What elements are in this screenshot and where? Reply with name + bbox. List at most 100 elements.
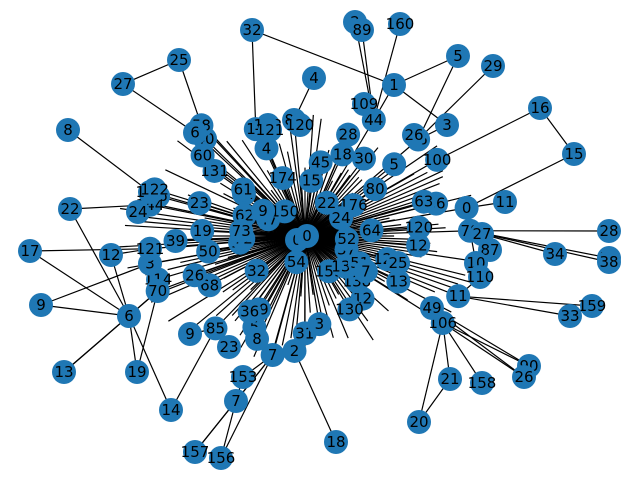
graph-node-label: 2 <box>290 342 300 360</box>
graph-node-circle <box>244 258 269 283</box>
graph-node-label: 8 <box>63 121 73 139</box>
graph-edge <box>304 170 444 237</box>
graph-node-label: 25 <box>389 254 408 272</box>
graph-node-label: 87 <box>480 241 499 259</box>
graph-node-circle <box>163 228 188 253</box>
graph-edge <box>144 201 306 237</box>
graph-node: 1 <box>382 73 406 97</box>
graph-node: 4 <box>254 136 279 161</box>
graph-node-circle <box>330 142 355 167</box>
graph-node-circle <box>359 218 384 243</box>
graph-edge <box>124 224 306 237</box>
graph-node-circle <box>117 304 141 328</box>
graph-node-label: 156 <box>207 449 236 467</box>
graph-node-label: 38 <box>599 253 618 271</box>
graph-node: 160 <box>386 12 415 36</box>
graph-node-circle <box>56 118 80 142</box>
graph-node: 60 <box>190 143 215 168</box>
graph-node: 174 <box>268 166 297 191</box>
graph-node: 30 <box>351 146 376 171</box>
graph-node-label: 122 <box>140 180 169 198</box>
graph-node-label: 64 <box>362 221 381 239</box>
graph-node-label: 120 <box>286 116 315 134</box>
graph-node: 39 <box>163 228 188 253</box>
graph-node-label: 5 <box>389 155 399 173</box>
graph-node-label: 14 <box>161 401 180 419</box>
graph-node: 3 <box>307 312 332 337</box>
graph-node-label: 8 <box>252 330 262 348</box>
graph-node: 150 <box>270 199 299 224</box>
graph-node-label: 61 <box>234 180 253 198</box>
graph-node-label: 44 <box>364 111 383 129</box>
graph-edge <box>458 295 571 317</box>
graph-node-circle <box>386 250 411 275</box>
graph-edge <box>128 315 172 411</box>
graph-edge <box>241 139 306 237</box>
graph-edge <box>165 169 306 237</box>
graph-node-label: 100 <box>423 151 452 169</box>
graph-edge <box>29 250 130 317</box>
graph-node-label: 130 <box>335 300 364 318</box>
graph-node-label: 121 <box>256 121 285 139</box>
graph-node: 64 <box>359 218 384 243</box>
graph-node-circle <box>145 278 170 303</box>
graph-node-circle <box>251 198 276 223</box>
graph-node-label: 23 <box>219 338 238 356</box>
graph-node-circle <box>99 243 123 267</box>
graph-node-circle <box>187 191 212 216</box>
graph-node-circle <box>284 250 309 275</box>
graph-node-label: 18 <box>333 145 352 163</box>
graph-node: 70 <box>145 278 170 303</box>
graph-node-label: 26 <box>514 368 533 386</box>
graph-node-label: 7 <box>268 346 278 364</box>
graph-node: 73 <box>229 218 254 243</box>
graph-node: 11 <box>446 284 471 309</box>
graph-nodes: 1000664717174877815940124915014411410610… <box>18 10 621 470</box>
graph-node: 38 <box>597 250 621 274</box>
graph-node: 22 <box>314 190 339 215</box>
graph-node-circle <box>382 152 407 177</box>
graph-node-label: 9 <box>258 202 268 220</box>
graph-node: 24 <box>126 200 150 224</box>
graph-node-label: 13 <box>389 273 408 291</box>
graph-node: 45 <box>308 150 333 175</box>
graph-node: 130 <box>335 297 364 322</box>
graph-node-label: 160 <box>386 15 415 33</box>
graph-edge <box>29 248 151 252</box>
graph-node-label: 12 <box>409 236 428 254</box>
graph-node-label: 60 <box>193 147 212 165</box>
graph-node-circle <box>329 206 354 231</box>
graph-node-label: 24 <box>128 203 147 221</box>
graph-node: 7 <box>260 343 285 367</box>
graph-node: 49 <box>420 296 444 320</box>
graph-node-label: 110 <box>466 268 495 286</box>
graph-node: 7 <box>353 259 378 284</box>
graph-node: 18 <box>330 142 355 167</box>
graph-node-circle <box>446 284 471 309</box>
graph-node-label: 3 <box>145 255 155 273</box>
graph-node-circle <box>402 123 426 147</box>
graph-node: 85 <box>203 316 228 341</box>
graph-node-circle <box>209 446 233 470</box>
graph-node: 19 <box>190 218 215 243</box>
graph-node-label: 26 <box>185 266 204 284</box>
graph-node-circle <box>411 189 436 214</box>
graph-edge <box>137 215 306 237</box>
graph-edge <box>304 171 428 237</box>
graph-node-circle <box>388 12 412 36</box>
graph-node-circle <box>407 410 431 434</box>
graph-node-circle <box>254 136 279 161</box>
graph-node-circle <box>138 236 162 261</box>
graph-node-label: 45 <box>311 153 330 171</box>
graph-edge <box>304 198 422 237</box>
graph-node-circle <box>245 326 270 351</box>
graph-node-circle <box>29 293 53 317</box>
graph-edge <box>69 208 130 317</box>
graph-node: 26 <box>182 263 207 288</box>
graph-node-label: 63 <box>414 193 433 211</box>
graph-node-label: 33 <box>560 307 579 325</box>
graph-node-circle <box>597 219 621 243</box>
graph-node: 32 <box>240 18 264 42</box>
graph-node-circle <box>159 398 183 422</box>
graph-node-label: 22 <box>317 194 336 212</box>
